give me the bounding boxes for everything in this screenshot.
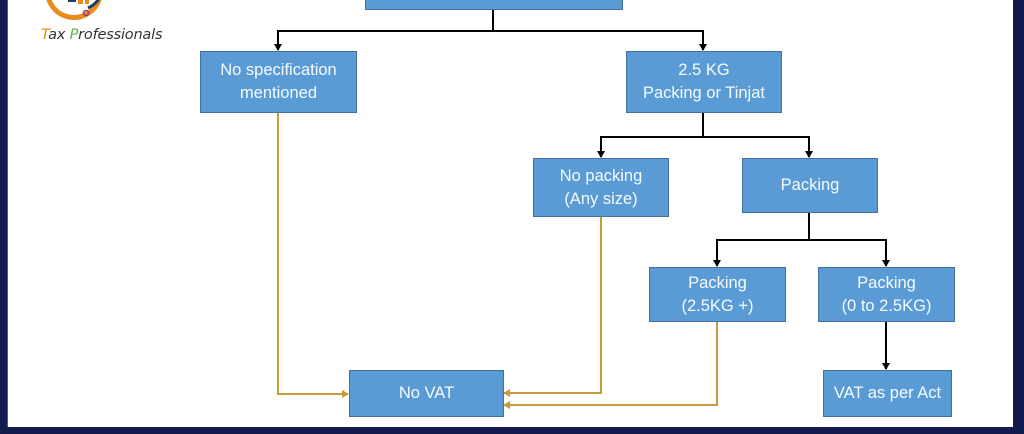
node-packing: Packing bbox=[742, 158, 878, 213]
connector-no-spec-to-no-vat bbox=[277, 113, 349, 398]
connector-packing-to-under bbox=[809, 239, 890, 267]
connector-kg-to-packing bbox=[703, 136, 813, 158]
logo-initial-t: T bbox=[41, 27, 49, 43]
connector-no-packing-to-no-vat bbox=[503, 217, 602, 397]
connector-packing-to-over bbox=[713, 239, 809, 267]
connector-root-to-kg-packing bbox=[493, 30, 707, 51]
node-2-5kg-packing-or-tinjat: 2.5 KG Packing or Tinjat bbox=[626, 51, 782, 113]
node-no-packing: No packing (Any size) bbox=[533, 158, 669, 217]
connector-over-to-no-vat bbox=[503, 322, 718, 409]
logo-initial-p: P bbox=[69, 27, 79, 43]
logo-text: Tax Professionals bbox=[41, 27, 163, 43]
slide-frame: Tax Professionals No specification men bbox=[7, 0, 1013, 427]
flowchart-connectors bbox=[274, 10, 890, 409]
node-vat-as-per-act: VAT as per Act bbox=[823, 370, 952, 417]
node-no-vat: No VAT bbox=[349, 370, 504, 417]
node-packing-over-2-5kg: Packing (2.5KG +) bbox=[649, 267, 786, 322]
connector-kg-to-no-packing bbox=[597, 136, 703, 158]
logo-text-professionals: rofessionals bbox=[78, 27, 163, 43]
node-packing-under-2-5kg: Packing (0 to 2.5KG) bbox=[818, 267, 955, 322]
connector-root-to-no-spec bbox=[274, 30, 493, 51]
node-no-specification: No specification mentioned bbox=[200, 51, 357, 113]
logo-text-tax: ax bbox=[48, 27, 70, 43]
logo-icon bbox=[46, 0, 102, 20]
node-root bbox=[365, 0, 623, 10]
